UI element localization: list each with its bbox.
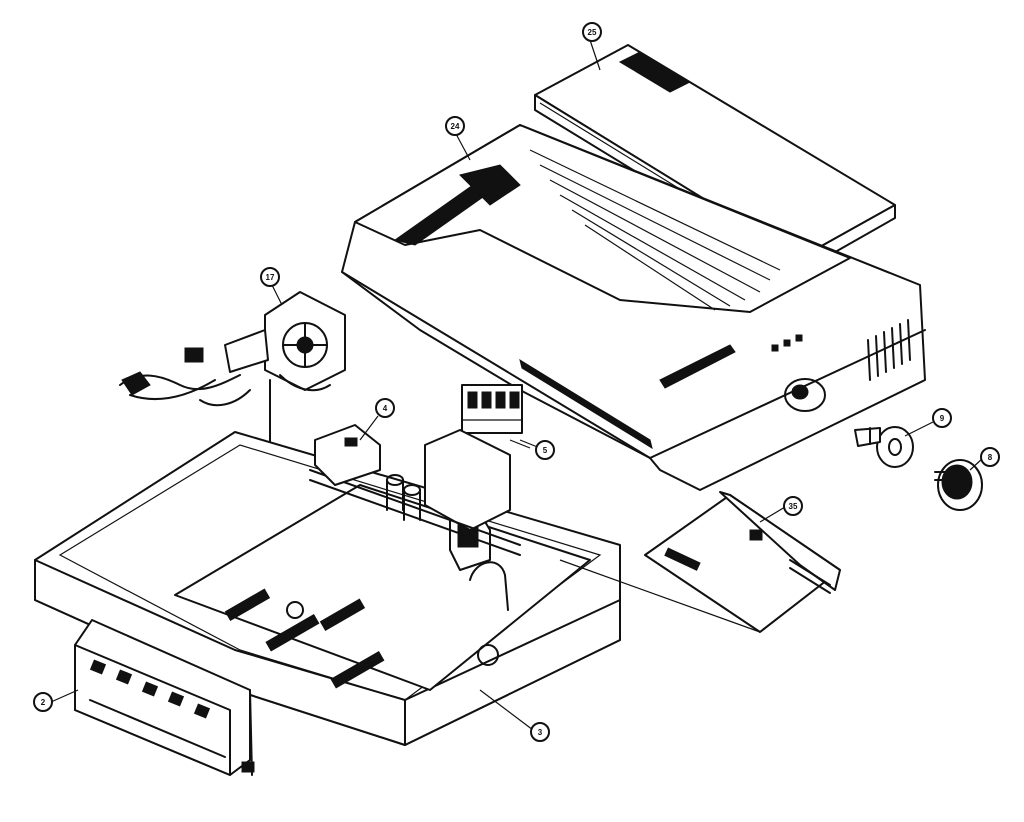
- callout-8: 8: [980, 447, 1000, 467]
- platen-knob-hub: [854, 426, 914, 468]
- side-cover-panel: [559, 491, 841, 633]
- callout-5-upper-label: 5: [543, 446, 548, 455]
- callout-4-label: 4: [383, 404, 388, 413]
- button-switch-assembly: [461, 384, 541, 449]
- callout-25-label: 25: [588, 28, 597, 37]
- cover-vent-slots: [867, 319, 911, 381]
- cooling-fan-assembly: [119, 291, 346, 471]
- callout-35-label: 35: [789, 502, 798, 511]
- callout-17-label: 17: [266, 273, 275, 282]
- callout-24-label: 24: [451, 122, 460, 131]
- callout-35: 35: [783, 496, 803, 516]
- callout-3-label: 3: [538, 728, 543, 737]
- callout-8-label: 8: [988, 453, 993, 462]
- callout-4: 4: [375, 398, 395, 418]
- callout-9: 9: [932, 408, 952, 428]
- callout-25: 25: [582, 22, 602, 42]
- platen-knob: [934, 459, 983, 511]
- callout-9-label: 9: [940, 414, 945, 423]
- callout-5-upper: 5: [535, 440, 555, 460]
- front-operator-panel: [74, 619, 255, 776]
- callout-3: 3: [530, 722, 550, 742]
- cover-ribs: [529, 149, 781, 311]
- main-circuit-board: [174, 424, 591, 691]
- callout-24: 24: [445, 116, 465, 136]
- callout-2: 2: [33, 692, 53, 712]
- callout-leaders: [50, 39, 984, 731]
- callout-17: 17: [260, 267, 280, 287]
- callout-2-label: 2: [41, 698, 46, 707]
- main-printer-cover: [341, 124, 926, 491]
